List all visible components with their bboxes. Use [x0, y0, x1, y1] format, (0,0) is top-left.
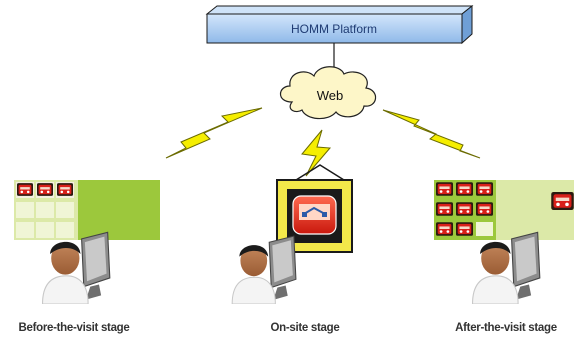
tile-icon: [57, 183, 73, 196]
user-at-computer-right-icon: [471, 231, 541, 304]
tile-icon: [456, 202, 473, 216]
tile-icon: [17, 183, 33, 196]
before-visit-panel: [14, 180, 160, 240]
platform-label: HOMM Platform: [291, 22, 377, 36]
tile-icon: [436, 202, 453, 216]
tile-icon: [456, 182, 473, 196]
user-at-computer-left-icon: [41, 231, 111, 304]
cloud-label: Web: [317, 88, 344, 103]
tile-icon: [37, 183, 53, 196]
platform-bar: HOMM Platform: [205, 4, 474, 45]
after-visit-panel: [434, 180, 574, 240]
tile-icon: [436, 222, 453, 236]
lightning-left-icon: [165, 107, 263, 159]
lightning-right-icon: [382, 109, 481, 159]
stage-label-onsite: On-site stage: [271, 322, 340, 334]
tile-icon: [476, 202, 493, 216]
web-cloud: Web: [279, 66, 377, 120]
stage-label-after: After-the-visit stage: [455, 322, 557, 334]
stage-label-before: Before-the-visit stage: [19, 322, 130, 334]
tile-icon-large: [551, 192, 574, 210]
tile-icon: [476, 182, 493, 196]
tile-icon: [436, 182, 453, 196]
user-onsite-icon: [231, 235, 297, 304]
lightning-center-icon: [301, 129, 332, 177]
tile-icon: [456, 222, 473, 236]
